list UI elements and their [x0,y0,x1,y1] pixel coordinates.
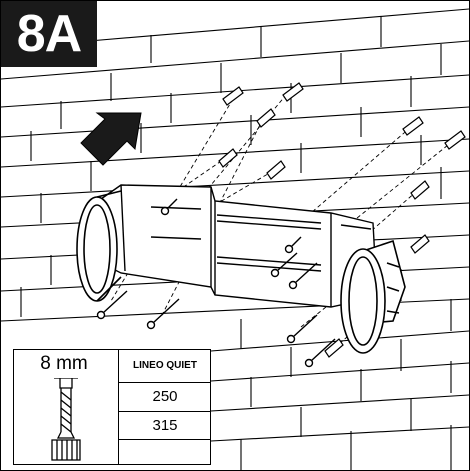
left-duct-collar [76,190,122,302]
right-duct-collar [340,239,406,354]
spec-row-250: 250 [119,383,211,412]
drill-spec-box: 8 mm LINEO QUIET 250 315 [13,349,211,465]
spec-table: LINEO QUIET 250 315 [118,350,211,464]
spec-row-empty [119,440,211,468]
mounting-bracket [100,184,378,308]
step-number: 8A [1,1,97,67]
spec-table-header: LINEO QUIET [119,350,211,383]
drill-size-label: 8 mm [40,353,88,374]
spec-row-315: 315 [119,412,211,440]
screw-icon [96,198,336,368]
push-arrow-icon [80,112,142,166]
drill-bit-icon [51,378,81,461]
wall-plug-icon [218,82,466,358]
